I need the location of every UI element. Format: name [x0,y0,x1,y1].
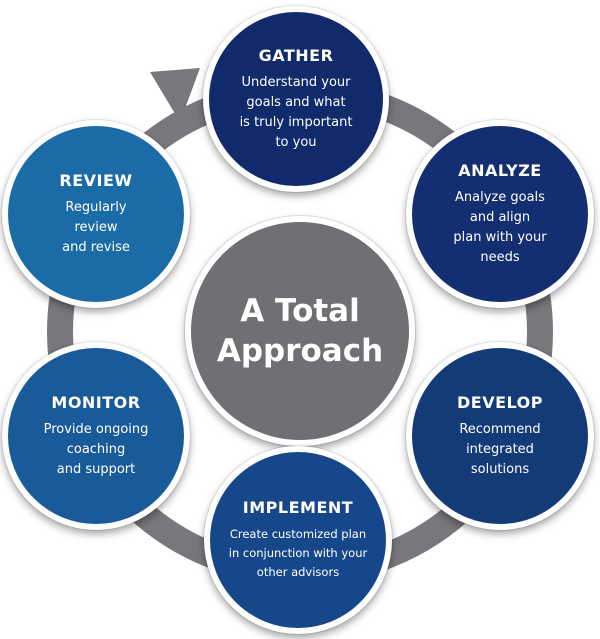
step-develop-description: Recommend integrated solutions [459,421,541,477]
cycle-arrow-icon [150,68,200,122]
step-gather-title: GATHER [258,45,334,65]
step-monitor-title: MONITOR [51,392,141,412]
step-gather: GATHER Understand your goals and what is… [203,6,389,192]
step-review: REVIEW Regularly review and revise [2,120,190,308]
center-title: A Total Approach [216,293,384,369]
step-analyze-description: Analyze goals and align plan with your n… [453,189,547,265]
step-monitor: MONITOR Provide ongoing coaching and sup… [2,342,190,530]
step-analyze-title: ANALYZE [458,160,542,180]
step-implement: IMPLEMENT Create customized plan in conj… [204,446,392,634]
step-develop: DEVELOP Recommend integrated solutions [406,342,594,530]
step-develop-title: DEVELOP [457,392,543,412]
step-review-title: REVIEW [59,170,133,190]
step-monitor-description: Provide ongoing coaching and support [43,421,149,477]
center-circle: A Total Approach [185,216,415,446]
step-gather-description: Understand your goals and what is truly … [239,74,353,150]
step-implement-description: Create customized plan in conjunction wi… [228,527,368,579]
step-review-description: Regularly review and revise [62,199,130,255]
step-implement-title: IMPLEMENT [242,498,354,517]
step-analyze: ANALYZE Analyze goals and align plan wit… [406,120,594,308]
